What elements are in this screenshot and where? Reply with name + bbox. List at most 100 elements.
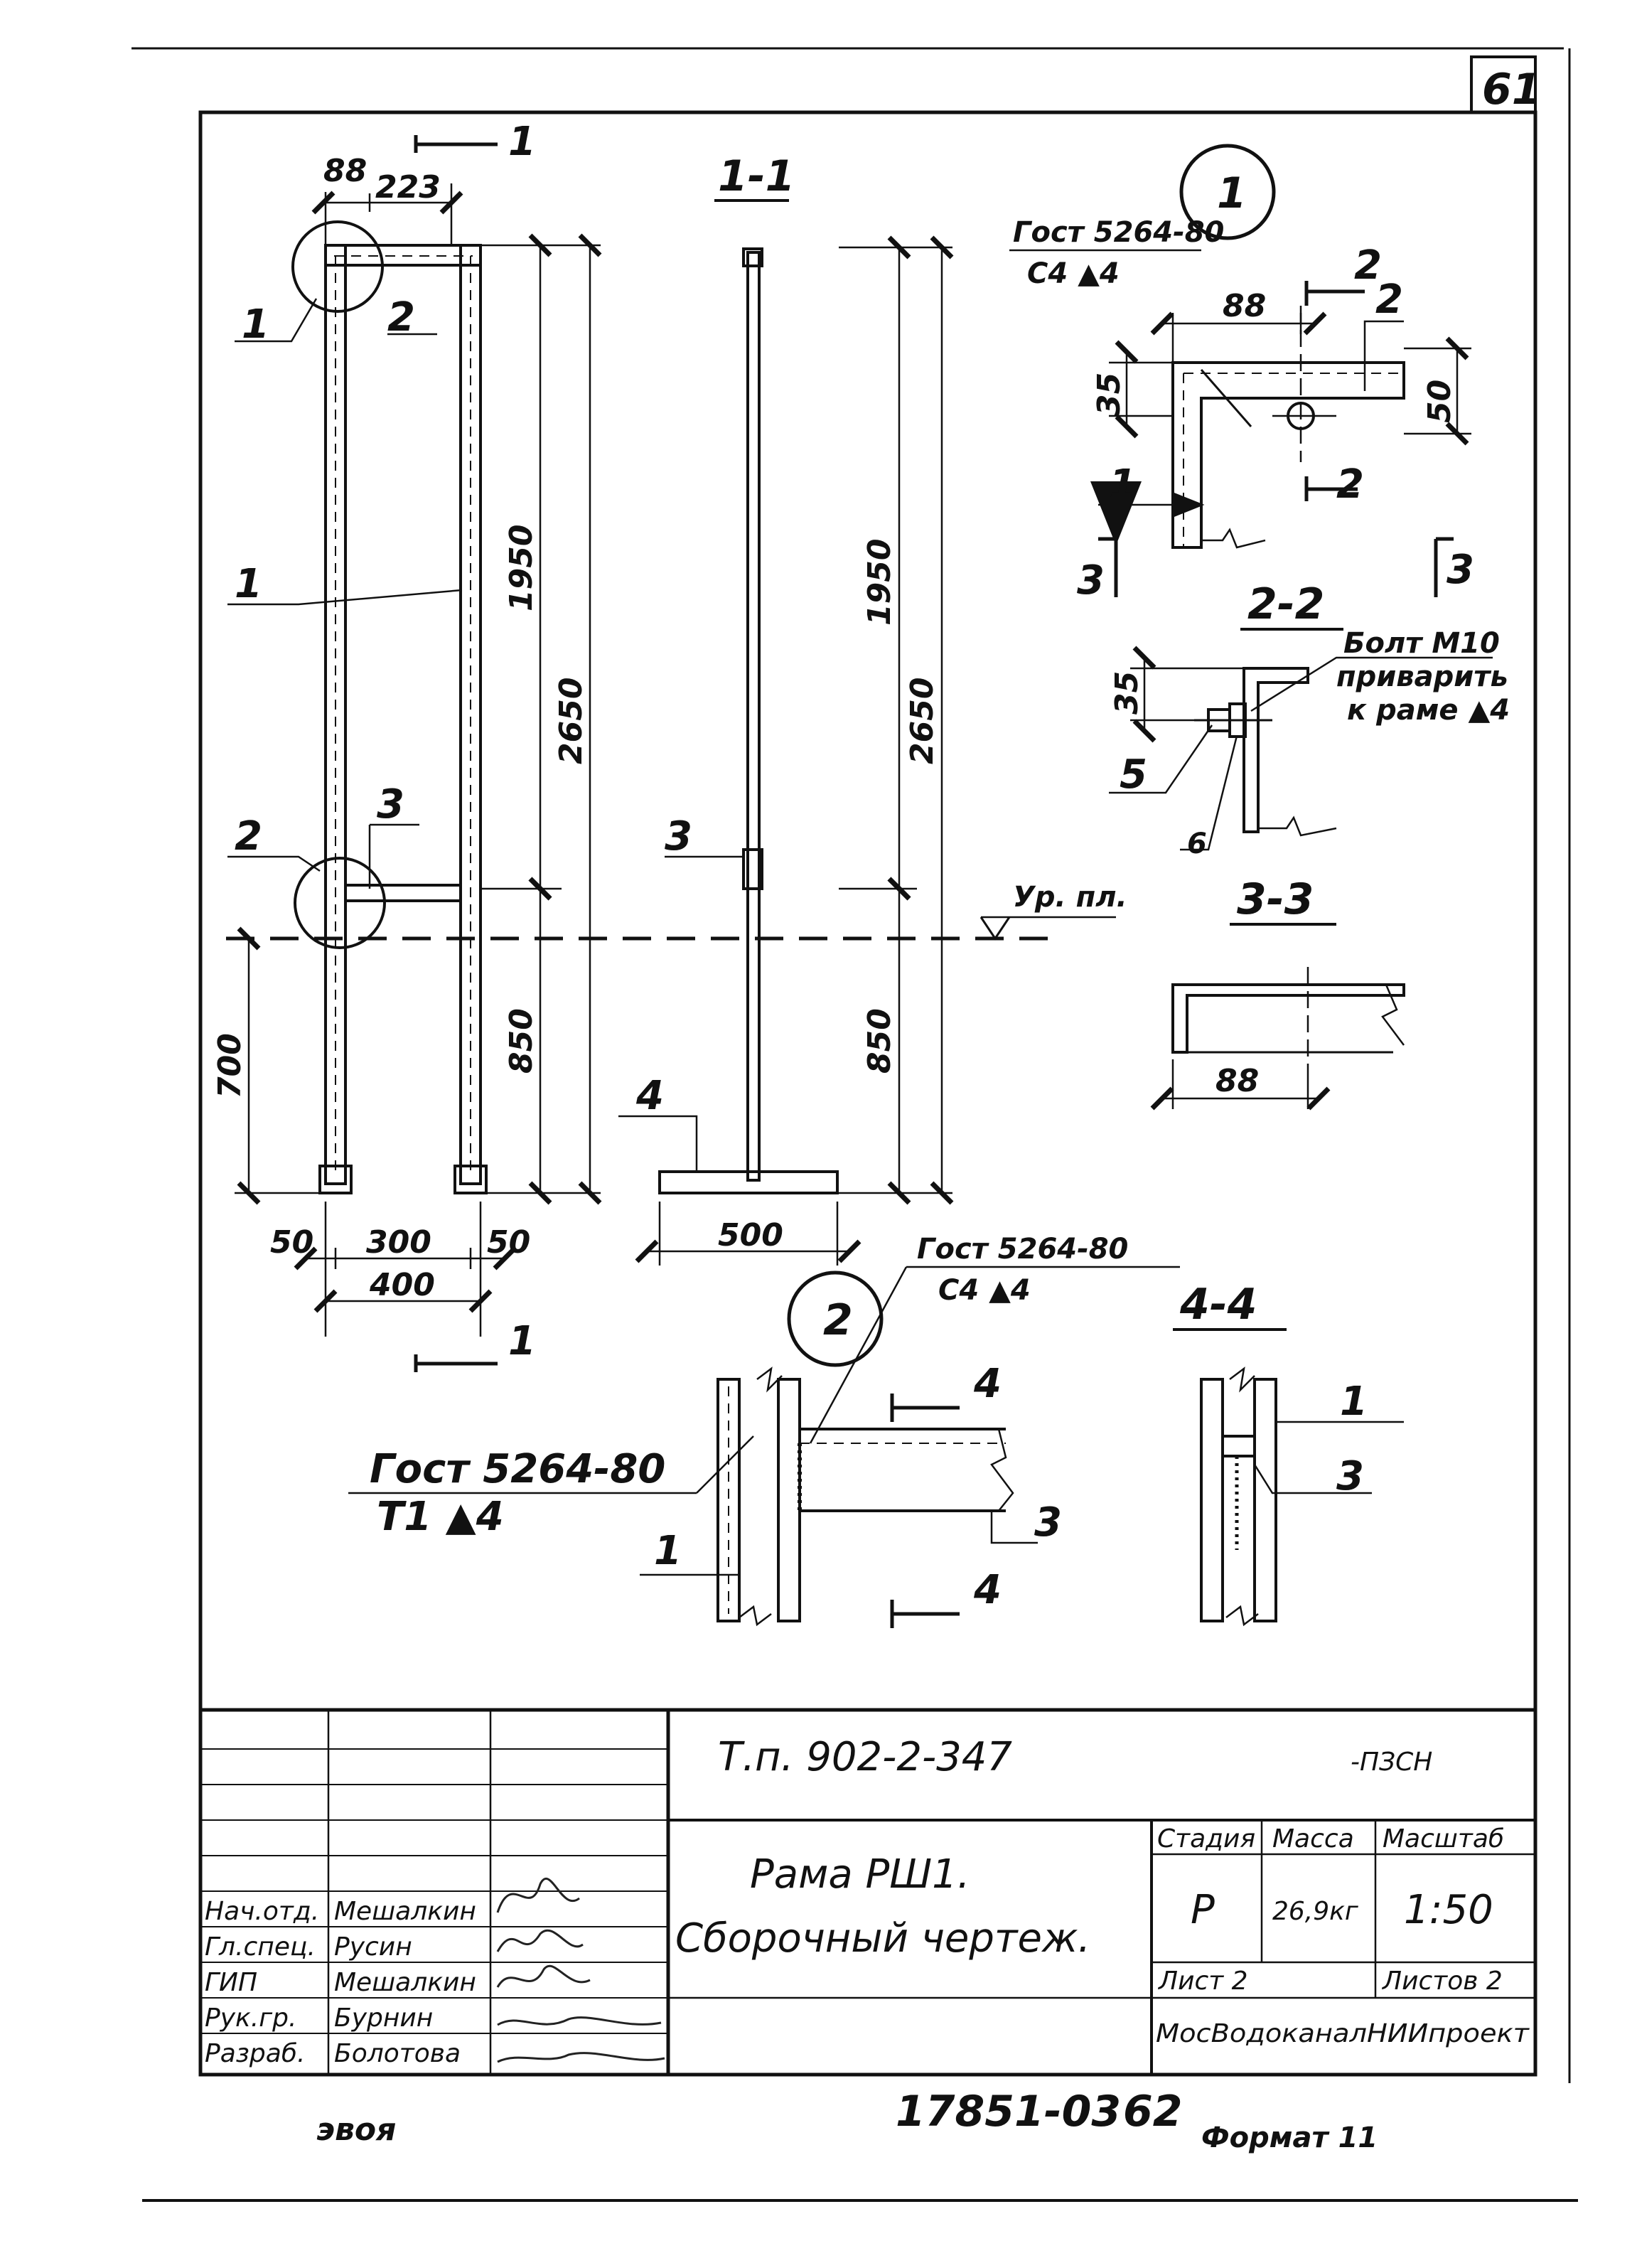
callout-part3: 3 [377, 781, 404, 828]
detail2-weld-type: С4 ▲4 [938, 1274, 1031, 1307]
sheets-label: Листов 2 [1381, 1967, 1503, 1996]
sheet-label: Лист 2 [1157, 1967, 1248, 1996]
frame-crossbar [344, 884, 462, 902]
role-label: Гл.спец. [205, 1932, 316, 1962]
col-stage: Стадия [1157, 1824, 1255, 1854]
role-label: Разраб. [205, 2039, 305, 2068]
detail1-cut-3-right: 3 [1447, 547, 1474, 593]
role-label: Рук.гр. [205, 2004, 296, 2033]
detail1-dimensions [1090, 281, 1471, 597]
section-dim-upper: 1950 [862, 539, 898, 626]
signatures [496, 1877, 665, 2063]
section-3-3-view [1171, 967, 1405, 1066]
detail2-callout-part3: 3 [1034, 1499, 1062, 1546]
dim-bottom-total: 400 [369, 1267, 435, 1303]
section-dim-base: 500 [718, 1217, 783, 1253]
role-name: Мешалкин [334, 1968, 476, 1997]
front-view [226, 220, 1052, 1194]
format-label: Формат 11 [1201, 2122, 1378, 2154]
detail2-cut-4-bottom: 4 [973, 1567, 1002, 1613]
detail2-weld2-spec: Гост 5264-80 [370, 1446, 665, 1492]
page-number: 61 [1482, 65, 1542, 114]
detail-circle-1 [291, 220, 384, 313]
detail1-badge [1179, 144, 1276, 240]
role-name: Русин [334, 1932, 412, 1962]
detail2-number: 2 [823, 1295, 853, 1345]
dim-floor-height: 700 [212, 1033, 248, 1098]
dim-bottom-mid: 300 [366, 1224, 431, 1261]
section-2-2-view [1194, 667, 1337, 837]
section-3-3-dimensions [1150, 1059, 1331, 1111]
front-view-leaders [227, 135, 498, 1372]
section-mark-top: 1 [508, 119, 536, 165]
section-1-1-dimensions [618, 235, 1116, 1266]
callout-part2-top: 2 [387, 294, 415, 341]
dim-bottom-right: 50 [487, 1224, 530, 1261]
detail2-view [716, 1366, 1014, 1627]
detail2-weld-spec: Гост 5264-80 [917, 1233, 1128, 1266]
detail1-number: 1 [1217, 169, 1247, 218]
section-callout-part4: 4 [635, 1073, 664, 1119]
section-2-2-dimensions [1109, 646, 1493, 851]
drawing-title: Рама РШ1. [750, 1851, 970, 1898]
footer-left-text: эвоя [316, 2112, 396, 2148]
dim-bottom-left: 50 [270, 1224, 313, 1261]
section-2-2-callout-part6: 6 [1187, 828, 1207, 860]
bolt-note-line2: приварить [1336, 660, 1508, 693]
detail2-badge [787, 1271, 884, 1367]
detail1-cut-2-top: 2 [1354, 242, 1382, 289]
section-4-4-leaders [1253, 1421, 1404, 1494]
detail1-dim-width: 88 [1223, 288, 1266, 324]
dim-top-left: 88 [323, 153, 367, 189]
section-2-2-dim: 35 [1109, 671, 1145, 715]
section-dim-lower: 850 [862, 1008, 898, 1074]
frame-top-beam [324, 244, 482, 267]
dim-lower-height: 850 [503, 1008, 540, 1074]
role-name: Бурнин [334, 2004, 433, 2033]
detail1-callout-part1: 1 [1109, 461, 1137, 508]
bolt-note-line1: Болт М10 [1343, 627, 1500, 660]
dim-top-right: 223 [375, 169, 441, 205]
organization: МосВодоканалНИИпроект [1156, 2019, 1530, 2048]
section-mark-bottom: 1 [508, 1318, 536, 1364]
callout-part1-top: 1 [242, 301, 269, 348]
role-name: Болотова [334, 2039, 461, 2068]
section-1-1-view [658, 247, 839, 1194]
section-4-4-view [1200, 1366, 1277, 1627]
doc-suffix: -ПЗСН [1351, 1748, 1432, 1777]
footer-page-number: 62 [1123, 2087, 1183, 2136]
title-block-roles: Нач.отд. Мешалкин Гл.спец. Русин ГИП Меш… [205, 1897, 476, 2068]
section-4-4-callout-part1: 1 [1340, 1379, 1368, 1425]
section-post [746, 251, 761, 1182]
dim-upper-height: 1950 [503, 525, 540, 611]
scale-value: 1:50 [1404, 1887, 1493, 1933]
bolt-note-line3: к раме ▲4 [1347, 694, 1510, 727]
drawing-subtitle: Сборочный чертеж. [675, 1915, 1090, 1962]
detail1-weld-type: С4 ▲4 [1027, 257, 1120, 290]
section-1-1-title: 1-1 [718, 151, 795, 201]
section-dim-total: 2650 [904, 678, 940, 764]
col-scale: Масштаб [1383, 1824, 1504, 1854]
section-4-4-title: 4-4 [1179, 1280, 1257, 1330]
detail1-cut-2-bottom: 2 [1336, 461, 1364, 508]
doc-code: Т.п. 902-2-347 [718, 1734, 1012, 1780]
mass-value: 26,9кг [1272, 1897, 1359, 1926]
detail2-weld2-type: Т1 ▲4 [377, 1494, 504, 1540]
section-callout-part3: 3 [665, 813, 692, 860]
callout-part2-mid: 2 [235, 813, 262, 860]
footer-doc-number: 17851-03 [896, 2087, 1121, 2136]
detail1-dim-right: 50 [1422, 380, 1458, 423]
detail1-dim-left: 35 [1091, 373, 1127, 416]
dim-total-height: 2650 [553, 678, 589, 764]
detail-circle-2 [294, 857, 386, 949]
title-block [200, 1708, 1535, 2075]
section-3-3-title: 3-3 [1237, 874, 1314, 924]
role-name: Мешалкин [334, 1897, 476, 1926]
section-4-4-callout-part3: 3 [1336, 1453, 1364, 1499]
detail2-cut-4-top: 4 [973, 1361, 1002, 1407]
role-label: ГИП [205, 1968, 257, 1997]
detail1-weld-spec: Гост 5264-80 [1013, 216, 1224, 249]
detail1-cut-3-left: 3 [1077, 557, 1105, 604]
sheet-frame [132, 47, 1578, 2202]
